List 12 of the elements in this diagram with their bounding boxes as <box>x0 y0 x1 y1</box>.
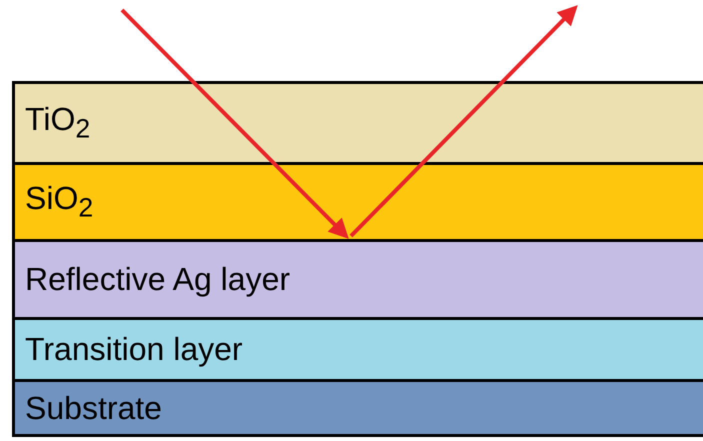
light-ray-arrow <box>350 5 578 238</box>
layer-label: Transition layer <box>25 331 243 368</box>
layer-label: Substrate <box>25 390 162 426</box>
layer-band <box>12 81 703 165</box>
layer-band <box>12 162 703 242</box>
layer-label: Reflective Ag layer <box>25 261 290 298</box>
layer-band <box>12 239 703 320</box>
light-ray-arrow <box>120 8 349 239</box>
layer-label: SiO$_{2}$ <box>25 180 94 224</box>
layer-band <box>12 317 703 382</box>
layer-label: TiO$_{2}$ <box>25 101 90 145</box>
layer-band <box>12 379 703 437</box>
